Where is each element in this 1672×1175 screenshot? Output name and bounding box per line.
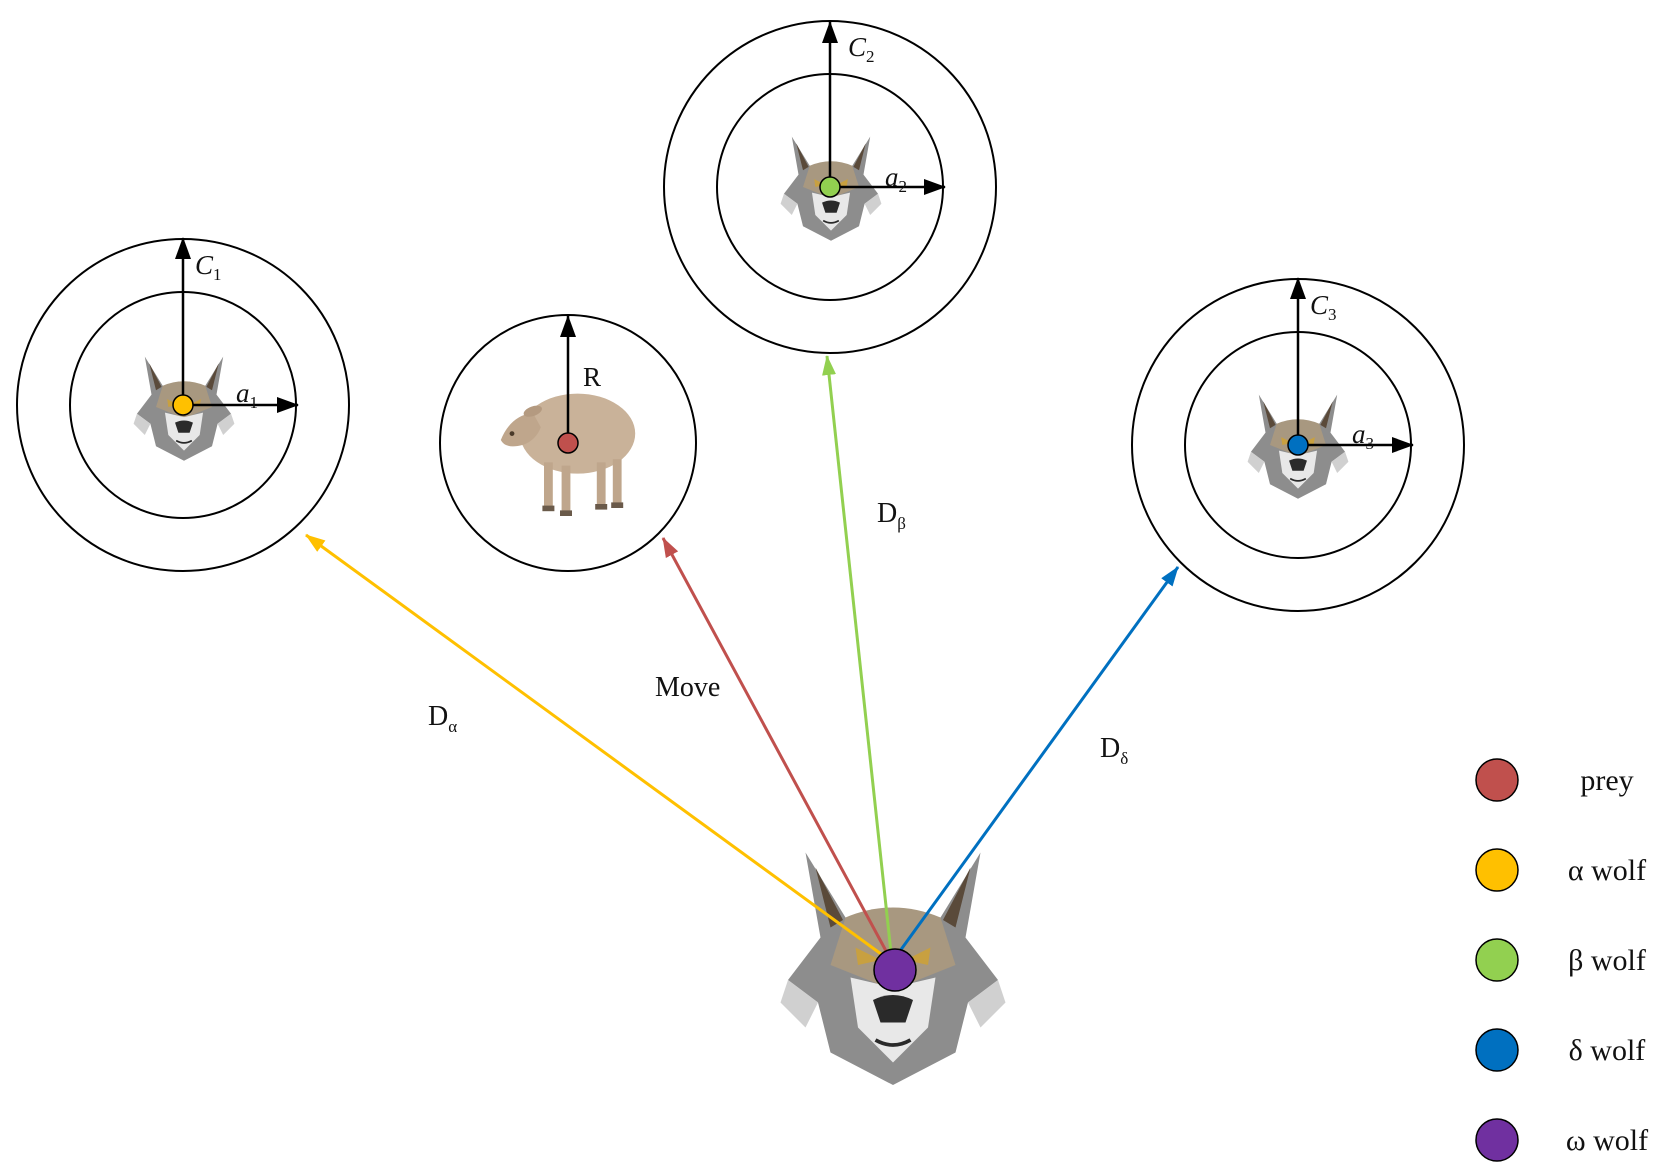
edges: Dα Move Dβ Dδ (305, 355, 1180, 964)
edge-delta-label: Dδ (1100, 733, 1128, 768)
beta-node: C2 a2 (663, 20, 997, 354)
beta-vertical-label: C2 (848, 32, 875, 66)
beta-marker-dot (819, 176, 841, 198)
delta-node: C3 a3 (1131, 277, 1465, 612)
legend-swatch-beta (1475, 938, 1519, 982)
legend-label-delta: δ wolf (1569, 1034, 1646, 1067)
edge-beta-label: Dβ (877, 498, 906, 533)
edge-prey-label: Move (655, 672, 720, 703)
legend-swatch-omega (1475, 1118, 1519, 1162)
omega-marker-dot (873, 948, 917, 992)
legend-label-beta: β wolf (1568, 944, 1646, 977)
edge-beta (822, 355, 894, 963)
prey-marker-dot (557, 432, 579, 454)
legend-item-omega: ω wolf (1475, 1118, 1648, 1162)
edge-alpha-label: Dα (428, 701, 457, 736)
alpha-node: C1 a1 (16, 237, 350, 572)
legend-item-delta: δ wolf (1475, 1028, 1646, 1072)
legend-item-beta: β wolf (1475, 938, 1646, 982)
legend-swatch-prey (1475, 758, 1519, 802)
alpha-vertical-label: C1 (195, 250, 222, 284)
delta-horizontal-label: a3 (1352, 419, 1374, 453)
legend-swatch-alpha (1475, 848, 1519, 892)
prey-vertical-label: R (583, 362, 601, 392)
alpha-marker-dot (172, 394, 194, 416)
legend-label-alpha: α wolf (1568, 854, 1646, 887)
delta-vertical-label: C3 (1310, 290, 1337, 324)
edge-delta (890, 566, 1180, 963)
legend-swatch-delta (1475, 1028, 1519, 1072)
legend-item-prey: prey (1475, 758, 1634, 802)
delta-marker-dot (1287, 434, 1309, 456)
edge-prey (661, 537, 894, 963)
alpha-horizontal-label: a1 (236, 378, 258, 412)
beta-horizontal-label: a2 (885, 162, 907, 196)
edge-alpha (305, 533, 893, 964)
legend-label-omega: ω wolf (1566, 1124, 1648, 1157)
prey-node: R (439, 314, 697, 572)
legend-label-prey: prey (1580, 764, 1633, 797)
legend-item-alpha: α wolf (1475, 848, 1646, 892)
legend: prey α wolf β wolf δ wolf ω wolf (1475, 758, 1648, 1162)
